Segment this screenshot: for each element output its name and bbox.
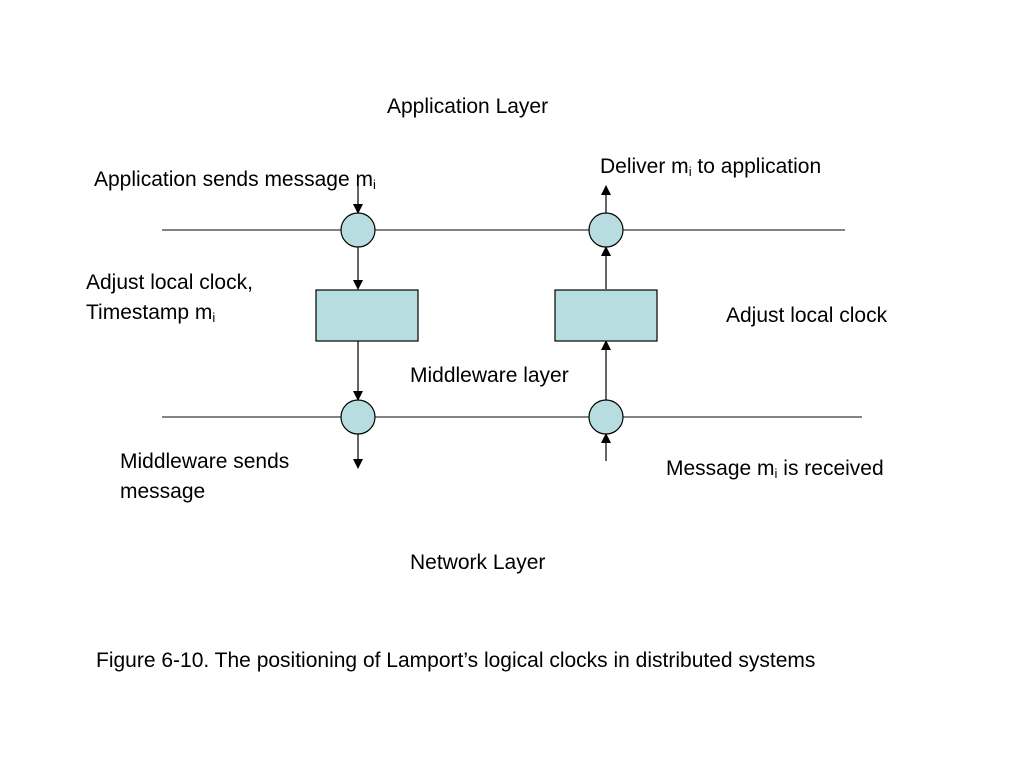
adjust-clock-timestamp-line2: Timestamp mi [86,301,216,325]
receiver-network-node [588,399,624,435]
receiver-app-node [588,212,624,248]
message-received-label: Message mi is received [666,457,884,481]
deliver-to-application-label: Deliver mi to application [600,155,822,179]
application-layer-label: Application Layer [387,95,549,118]
middleware-sends-message-label: Middleware sends message [120,447,289,507]
figure-caption: Figure 6-10. The positioning of Lamport’… [96,649,816,672]
adjust-local-clock-label: Adjust local clock [726,304,888,327]
sender-app-node [340,212,376,248]
middleware-sends-line1: Middleware sends [120,450,290,473]
middleware-layer-label: Middleware layer [410,364,569,387]
receiver-clock-box [554,289,658,342]
sender-clock-box [315,289,419,342]
application-sends-message-label: Application sends message mi [94,168,376,192]
adjust-clock-timestamp-line1: Adjust local clock, [86,271,253,294]
network-layer-label: Network Layer [410,551,546,574]
adjust-clock-timestamp-label: Adjust local clock, Timestamp mi [86,268,253,328]
middleware-sends-line2: message [120,480,206,503]
sender-network-node [340,399,376,435]
